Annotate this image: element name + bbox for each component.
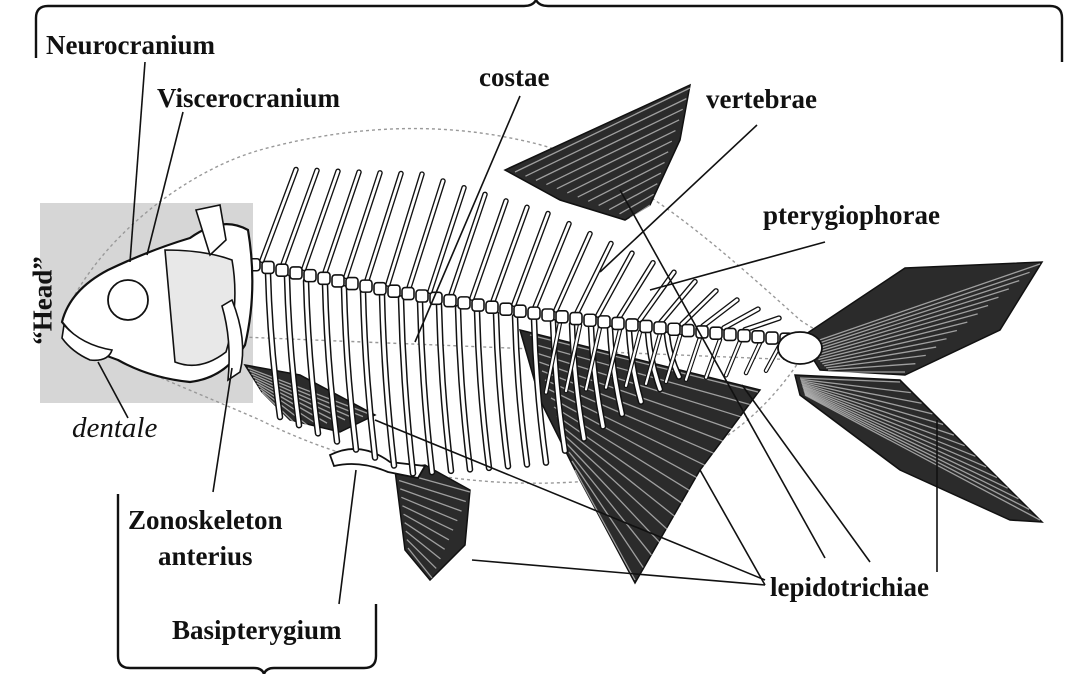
label-viscerocranium: Viscerocranium [157, 85, 340, 112]
vertebra [612, 317, 624, 329]
vertebra [542, 309, 554, 321]
vertebra [360, 280, 372, 292]
vertebra [514, 305, 526, 317]
label-dentale: dentale [72, 414, 157, 443]
vertebra [346, 278, 358, 290]
label-zonoskeleton-line2: anterius [128, 538, 283, 574]
vertebra [570, 313, 582, 325]
vertebra [402, 288, 414, 300]
vertebra [710, 327, 722, 339]
label-head: “Head” [30, 246, 57, 356]
vertebra [262, 261, 274, 273]
vertebra [556, 311, 568, 323]
vertebra [500, 303, 512, 315]
lepidotrichiae-leader-2 [472, 560, 765, 585]
vertebra [290, 267, 302, 279]
vertebra [738, 330, 750, 342]
label-zonoskeleton-line1: Zonoskeleton [128, 502, 283, 538]
vertebra [472, 299, 484, 311]
hemal-spine-fill [726, 341, 740, 375]
pterygiophorae-leader [650, 242, 825, 290]
vertebra [640, 320, 652, 332]
neural-spine-fill [745, 318, 779, 330]
vertebra [276, 264, 288, 276]
vertebra [682, 325, 694, 337]
vertebra [528, 307, 540, 319]
vertebra [598, 316, 610, 328]
vertebra [332, 275, 344, 287]
label-neurocranium: Neurocranium [46, 32, 215, 59]
label-pterygiophorae: pterygiophorae [763, 202, 940, 229]
vertebra [584, 314, 596, 326]
vertebra [304, 270, 316, 282]
orbit [108, 280, 148, 320]
basipterygium-leader [339, 470, 356, 604]
label-costae: costae [479, 64, 549, 91]
vertebra [724, 328, 736, 340]
vertebra [766, 332, 778, 344]
label-lepidotrichiae: lepidotrichiae [770, 574, 929, 601]
label-vertebrae: vertebrae [706, 86, 817, 113]
vertebra [388, 285, 400, 297]
vertebra [374, 283, 386, 295]
vertebra [416, 290, 428, 302]
vertebra [626, 319, 638, 331]
vertebra [654, 322, 666, 334]
vertebra [486, 301, 498, 313]
lepidotrichiae-leader-3 [700, 470, 765, 585]
vertebra [458, 297, 470, 309]
vertebra [752, 331, 764, 343]
dorsal-fin [505, 85, 690, 220]
label-basipterygium: Basipterygium [172, 617, 342, 644]
vertebra [668, 323, 680, 335]
vertebra [444, 295, 456, 307]
label-zonoskeleton-anterius: Zonoskeleton anterius [128, 502, 283, 575]
hypural-plate [778, 332, 822, 364]
vertebra [318, 272, 330, 284]
